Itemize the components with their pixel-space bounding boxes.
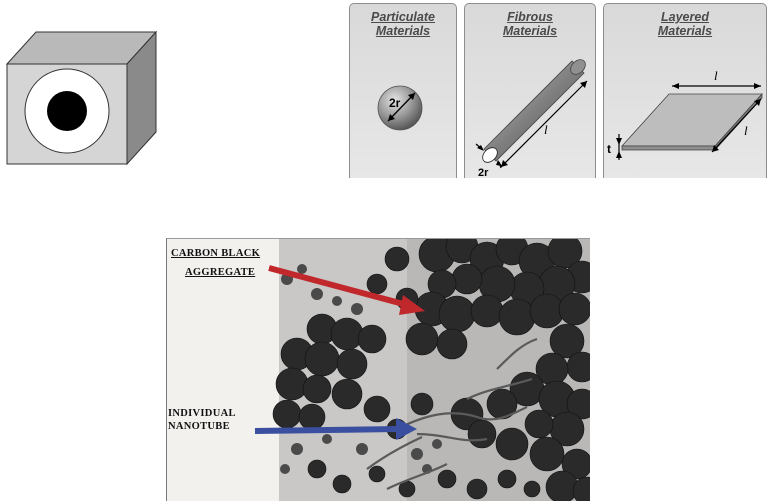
fiber-diameter-label: 2r [478,167,489,179]
tem-micrograph: CARBON BLACK AGGREGATE INDIVIDUAL NANOTU… [166,238,590,501]
cube-inclusion-diagram [5,30,158,166]
nanotube-fibers [366,337,538,490]
panel-layered: Layered Materials l l t [603,3,767,178]
label-individual-nanotube: INDIVIDUAL NANOTUBE [168,408,236,432]
arrow-nanotube [254,418,417,440]
particle-dimension-label: 2r [389,96,401,110]
layer-sheet-diagram: l l t [607,68,763,160]
panel-title-particulate: Particulate Materials [371,10,435,38]
micrograph-image [167,239,590,501]
sheet-length-label-side: l [744,123,748,138]
inclusion-core [47,91,87,131]
arrow-carbon-black [268,265,425,315]
fiber-diagram: l 2r [475,59,588,179]
fiber-near-end [482,147,498,163]
particle-diameter-arrow [387,92,416,122]
fiber-far-end [570,59,586,75]
sheet-front-edge [621,145,716,151]
panel-title-fibrous: Fibrous Materials [502,10,558,38]
panel-fibrous: Fibrous Materials l 2r [464,3,596,179]
fiber-body [483,60,585,162]
sheet-thickness-label: t [607,142,611,156]
fiber-length-arrow [500,80,588,168]
sheet-length-label-top: l [714,68,718,83]
panel-title-layered: Layered Materials [657,10,713,38]
carbon-black-clusters [272,239,590,501]
carbon-black-small-particles [280,264,442,474]
fiber-length-label: l [544,122,548,137]
panel-particulate: Particulate Materials 2r [349,3,457,178]
sheet-length-arrow-side [711,98,762,153]
label-carbon-black-aggregate: CARBON BLACK AGGREGATE [171,248,261,278]
particle-sphere-diagram: 2r [377,85,423,131]
